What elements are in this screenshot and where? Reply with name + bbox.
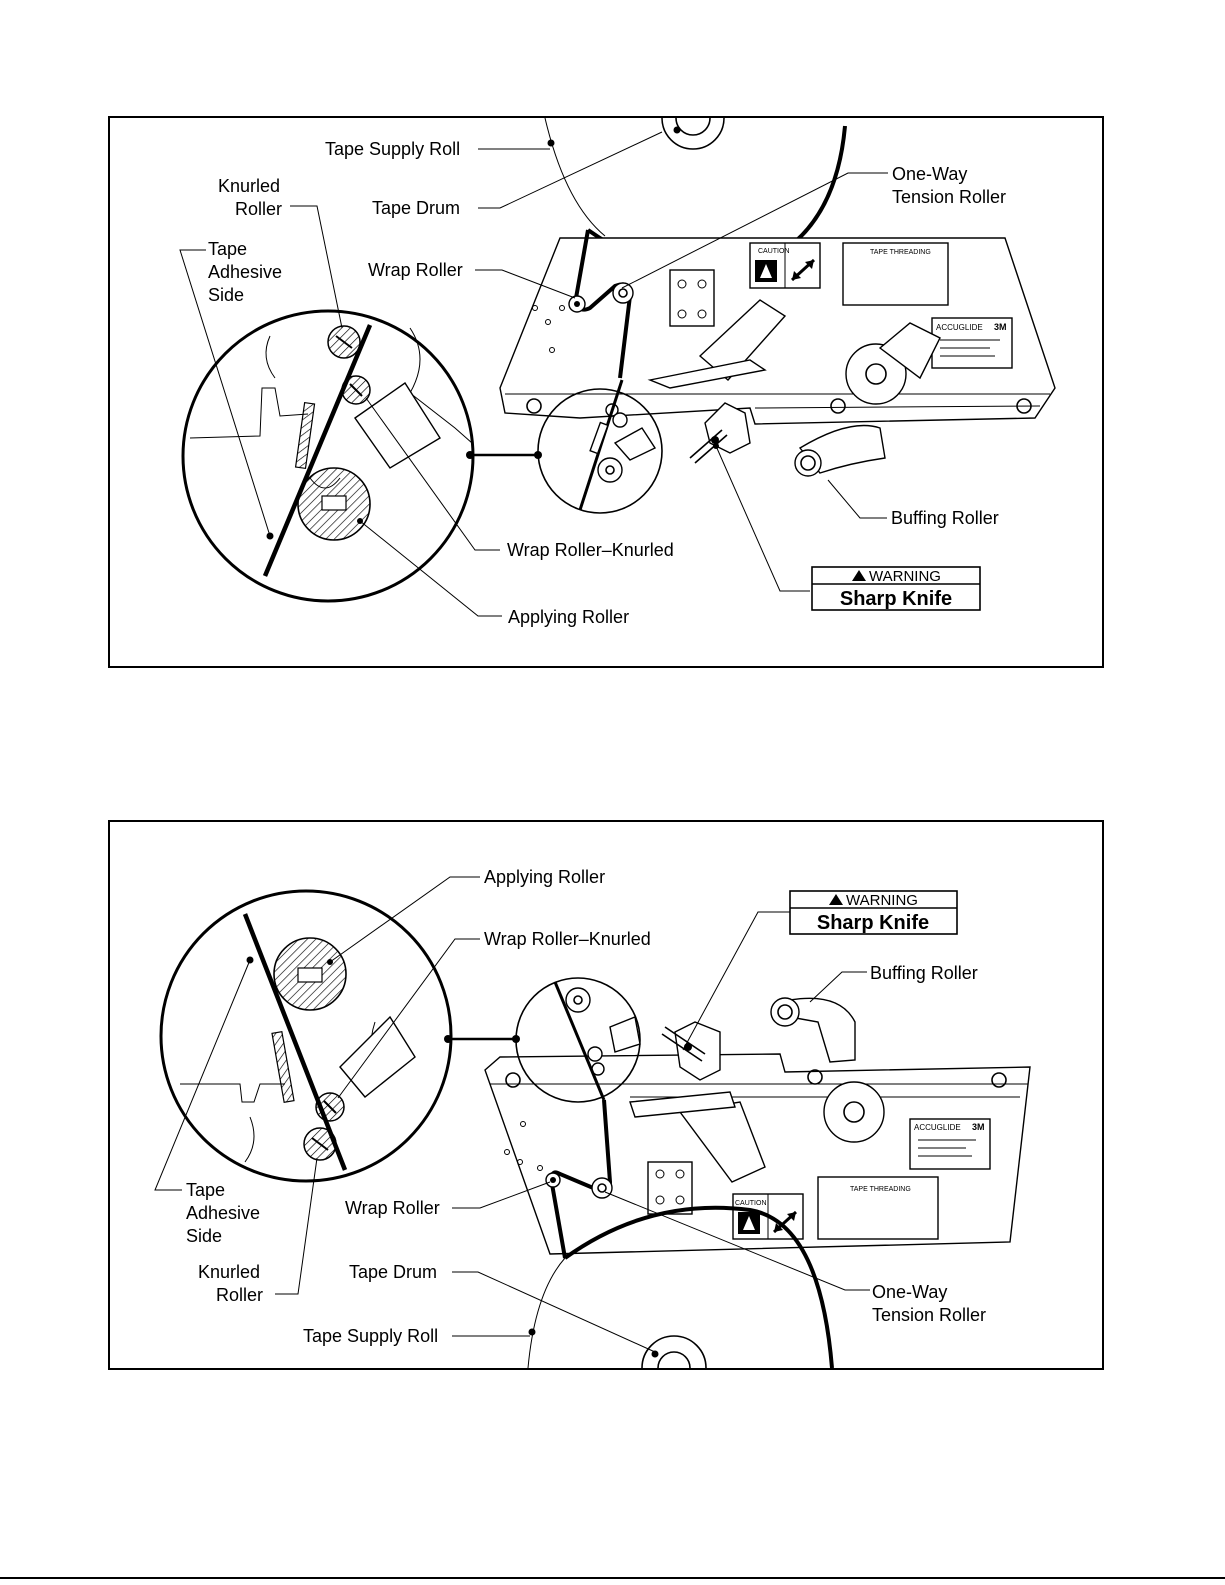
tape-supply-roll-dot: [547, 139, 555, 147]
one-way-tension-roller: [612, 282, 634, 304]
label-tape-drum: Tape Drum: [349, 1262, 437, 1282]
label-knurled-roller-line2: Roller: [216, 1285, 263, 1305]
warning-title: WARNING: [846, 892, 918, 909]
label-tape-adhesive-side-line1: Tape: [208, 239, 247, 259]
wrap-roller-knurled: [341, 375, 371, 405]
label-applying-roller: Applying Roller: [508, 607, 629, 627]
knurled-roller: [327, 325, 361, 359]
detail-small-rollers: [578, 379, 657, 511]
page-bottom-rule: [0, 1577, 1225, 1579]
tape-drum-hub: [641, 1335, 707, 1368]
caution-decal-label: CAUTION: [758, 248, 790, 255]
leader-lines: [154, 876, 870, 1353]
tape-supply-roll-dot: [528, 1328, 536, 1336]
label-knurled-roller-line1: Knurled: [218, 176, 280, 196]
buffing-roller: [770, 997, 856, 1063]
detail-circle-large: [159, 889, 453, 1183]
accuglide-decal-label: ACCUGLIDE: [936, 323, 983, 332]
label-knurled-roller-line1: Knurled: [198, 1262, 260, 1282]
figure-bottom-diagram: CAUTION TAPE THREADING ACCUGLIDE 3M: [154, 867, 1031, 1368]
warning-triangle-icon: [829, 894, 843, 905]
label-tape-adhesive-side-line2: Adhesive: [208, 262, 282, 282]
label-tape-adhesive-side-line2: Adhesive: [186, 1203, 260, 1223]
tape-threading-decal-label: TAPE THREADING: [850, 1186, 911, 1193]
knurled-roller: [303, 1127, 337, 1161]
leader-lines: [179, 131, 888, 617]
direction-arrows-icon: [772, 1210, 798, 1234]
label-tape-drum: Tape Drum: [372, 198, 460, 218]
label-tape-adhesive-side-line1: Tape: [186, 1180, 225, 1200]
tape-threading-decal-label: TAPE THREADING: [870, 249, 931, 256]
label-one-way-line1: One-Way: [892, 164, 967, 184]
label-tape-supply-roll: Tape Supply Roll: [303, 1326, 438, 1346]
maker-logo-label: 3M: [994, 322, 1007, 332]
tape-supply-roll-outline: [527, 1257, 566, 1368]
label-tape-adhesive-side-line3: Side: [208, 285, 244, 305]
label-wrap-roller: Wrap Roller: [345, 1198, 440, 1218]
warning-sharp-knife-sign: WARNING Sharp Knife: [811, 566, 981, 611]
wrap-roller: [545, 1172, 561, 1188]
label-wrap-roller-knurled: Wrap Roller–Knurled: [484, 929, 651, 949]
caution-decal-label: CAUTION: [735, 1200, 767, 1207]
label-buffing-roller: Buffing Roller: [870, 963, 978, 983]
wrap-roller: [568, 295, 586, 313]
wrap-roller-knurled: [315, 1092, 345, 1122]
warning-triangle-icon: [852, 570, 866, 581]
pinch-hazard-icon: [738, 1212, 760, 1234]
warning-text: Sharp Knife: [817, 912, 929, 934]
pinch-hazard-icon: [755, 260, 777, 282]
direction-arrows-icon: [790, 258, 816, 282]
label-buffing-roller: Buffing Roller: [891, 508, 999, 528]
tape-drum-hub: [661, 118, 725, 150]
buffing-roller: [794, 424, 886, 477]
label-applying-roller: Applying Roller: [484, 867, 605, 887]
knife-assembly: [661, 1021, 721, 1081]
warning-sharp-knife-sign: WARNING Sharp Knife: [789, 890, 958, 935]
warning-text: Sharp Knife: [840, 588, 952, 610]
figure-bottom-panel: CAUTION TAPE THREADING ACCUGLIDE 3M: [108, 820, 1104, 1370]
label-tape-supply-roll: Tape Supply Roll: [325, 139, 460, 159]
maker-logo-label: 3M: [972, 1122, 985, 1132]
warning-title: WARNING: [869, 568, 941, 585]
figure-top-panel: CAUTION TAPE THREADING ACCUGLIDE 3M: [108, 116, 1104, 668]
applying-roller: [273, 937, 347, 1011]
tape-supply-roll-outline: [544, 118, 606, 237]
label-one-way-line1: One-Way: [872, 1282, 947, 1302]
label-one-way-line2: Tension Roller: [872, 1305, 986, 1325]
label-one-way-line2: Tension Roller: [892, 187, 1006, 207]
tape-drum-outline: [563, 1205, 834, 1368]
figure-top-diagram: CAUTION TAPE THREADING ACCUGLIDE 3M: [179, 118, 1056, 627]
machine-frame: [499, 237, 1056, 425]
detail-circle-large: [181, 309, 475, 603]
applying-roller: [297, 467, 371, 541]
detail-small-rollers: [553, 981, 641, 1101]
label-wrap-roller-knurled: Wrap Roller–Knurled: [507, 540, 674, 560]
knife-assembly: [689, 402, 751, 464]
label-wrap-roller: Wrap Roller: [368, 260, 463, 280]
one-way-tension-roller: [591, 1177, 613, 1199]
accuglide-decal-label: ACCUGLIDE: [914, 1123, 961, 1132]
label-tape-adhesive-side-line3: Side: [186, 1226, 222, 1246]
label-knurled-roller-line2: Roller: [235, 199, 282, 219]
